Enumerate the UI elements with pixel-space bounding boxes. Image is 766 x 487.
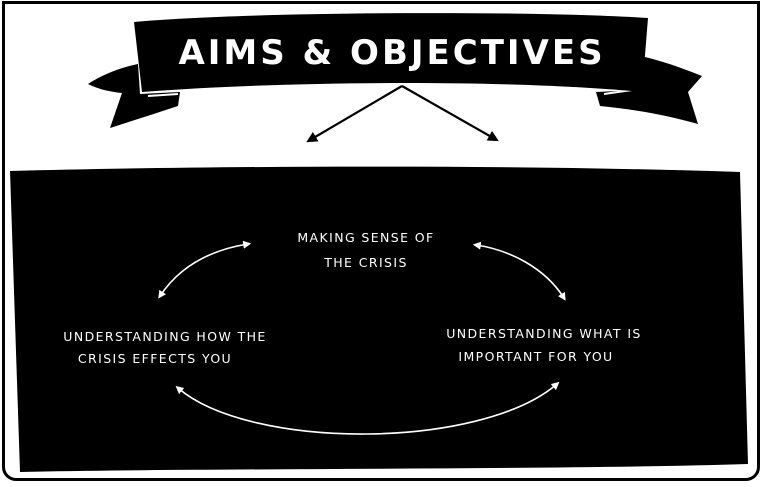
title-banner: AIMS & OBJECTIVES <box>88 13 702 128</box>
node-right-line-2: IMPORTANT FOR YOU <box>458 349 613 364</box>
node-top-line-1: MAKING SENSE OF <box>297 230 434 245</box>
banner-arrows <box>306 85 499 143</box>
arrow-left-right-icon <box>175 381 560 435</box>
banner-main <box>134 13 648 92</box>
node-making-sense: MAKING SENSE OF THE CRISIS <box>297 230 434 270</box>
content-panel <box>10 166 748 472</box>
node-left-line-2: CRISIS EFFECTS YOU <box>78 351 232 366</box>
cycle-arrows <box>158 240 566 435</box>
arrow-left-top-icon <box>158 240 252 299</box>
node-right-line-1: UNDERSTANDING WHAT IS <box>446 326 642 341</box>
arrow-down-left-icon <box>306 85 403 143</box>
node-what-is-important: UNDERSTANDING WHAT IS IMPORTANT FOR YOU <box>446 326 642 364</box>
arrow-top-right-icon <box>472 241 566 301</box>
page-title: AIMS & OBJECTIVES <box>178 33 605 73</box>
arrow-down-right-icon <box>401 85 499 142</box>
banner-right-tail <box>596 56 702 124</box>
node-how-crisis-affects: UNDERSTANDING HOW THE CRISIS EFFECTS YOU <box>63 329 266 366</box>
node-top-line-2: THE CRISIS <box>323 255 408 270</box>
banner-fold-left-inner <box>147 93 179 97</box>
banner-fold-right-inner <box>603 89 633 95</box>
banner-left-tail <box>88 64 180 128</box>
node-left-line-1: UNDERSTANDING HOW THE <box>63 329 266 344</box>
